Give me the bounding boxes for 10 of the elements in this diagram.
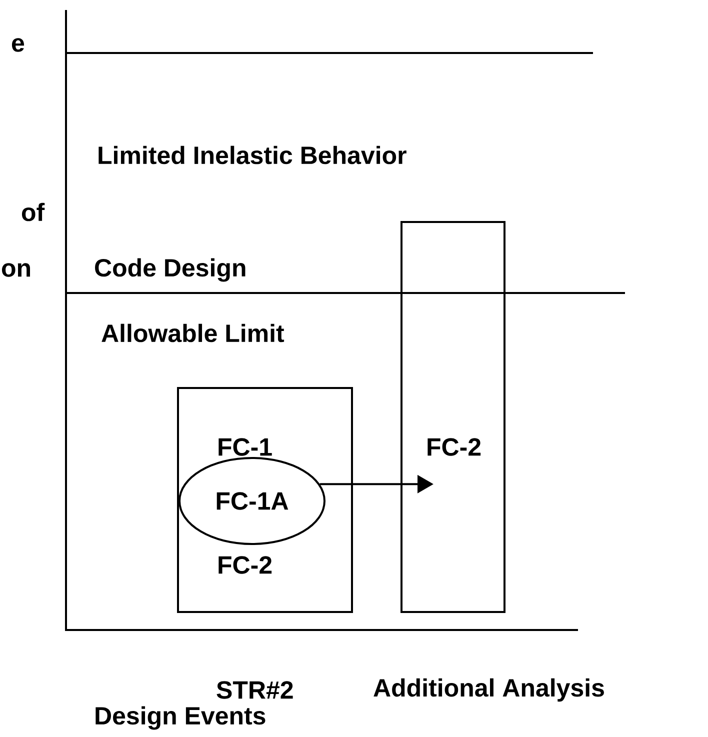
axis-label: STR#2 <box>216 681 293 699</box>
axis-label: Limited Inelastic Behavior <box>98 146 406 164</box>
axis-label: Code Design <box>95 258 246 282</box>
axis-label: Allowable Limit <box>102 324 284 342</box>
box: FC-2 <box>400 221 506 613</box>
axis-label: on <box>2 263 30 277</box>
axis-label: of <box>22 202 45 222</box>
axis-label: e <box>12 38 24 52</box>
axis-label: Design Events <box>96 706 266 730</box>
axis-label: Additional Analysis <box>374 678 604 702</box>
